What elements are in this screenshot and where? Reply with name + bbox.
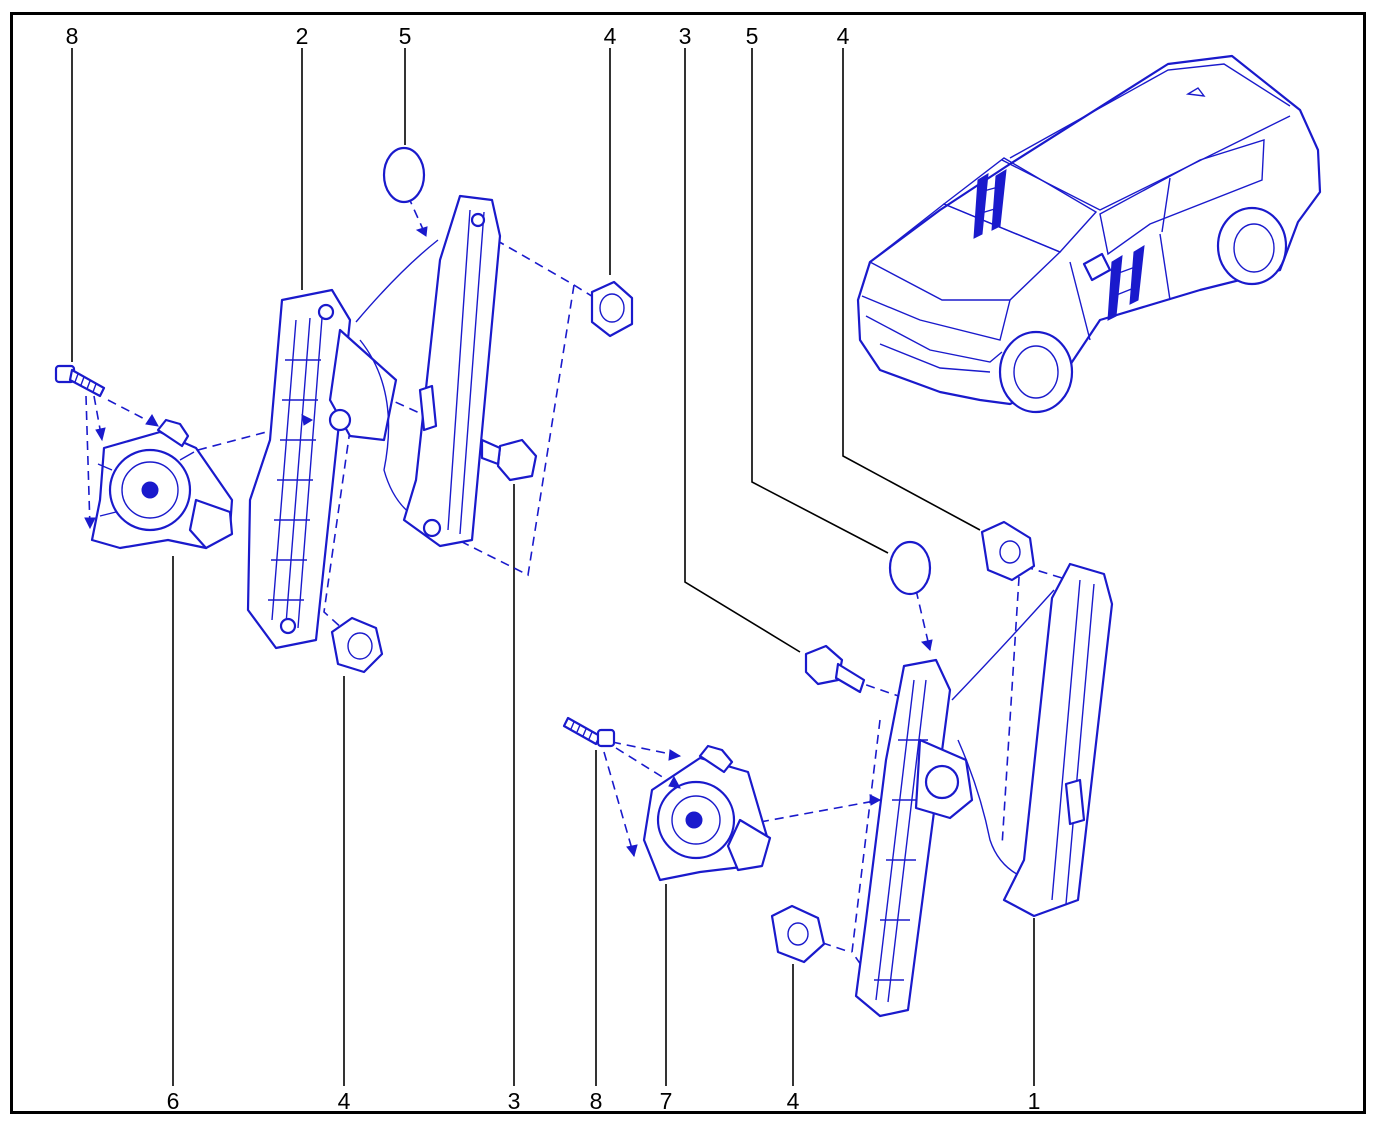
motor-screw-right: [562, 716, 616, 748]
callout-8-top: 8: [66, 23, 79, 49]
regulator-nut-lower-left: [330, 616, 384, 674]
regulator-nut-upper-left: [590, 280, 634, 338]
callout-5b-top: 5: [746, 23, 759, 49]
callout-5-top: 5: [399, 23, 412, 49]
callout-labels-top: 8 2 5 4 3 5 4: [66, 23, 850, 49]
callout-2-top: 2: [296, 23, 309, 49]
callout-6-bottom: 6: [167, 1088, 180, 1114]
window-regulator-front: [854, 589, 1055, 1018]
regulator-bolt-right: [804, 644, 866, 694]
leader-lines: [71, 48, 1035, 1086]
motor-screw-left: [54, 364, 106, 398]
callout-1-bottom: 1: [1028, 1088, 1041, 1114]
access-hole-plug-right: [888, 540, 932, 596]
callout-4-top: 4: [604, 23, 617, 49]
regulator-bolt-left: [480, 438, 538, 482]
window-motor-rear: [90, 418, 234, 550]
assembly-arrowheads: [84, 226, 933, 858]
callout-3-bottom: 3: [508, 1088, 521, 1114]
callout-8-bottom: 8: [590, 1088, 603, 1114]
regulator-nut-upper-right: [980, 520, 1036, 582]
callout-4-bottom: 4: [338, 1088, 351, 1114]
callout-4b-bottom: 4: [787, 1088, 800, 1114]
window-regulator-rear: [246, 239, 439, 650]
window-motor-front: [642, 744, 772, 882]
callout-4b-top: 4: [837, 23, 850, 49]
callout-labels-bottom: 6 4 3 8 7 4 1: [167, 1088, 1041, 1114]
vehicle-illustration: [856, 54, 1322, 414]
regulator-nut-lower-right: [770, 904, 826, 964]
regulator-rail-rear: [402, 194, 502, 548]
callout-3-top: 3: [679, 23, 692, 49]
callout-7-bottom: 7: [660, 1088, 673, 1114]
access-hole-plug-left: [382, 146, 426, 204]
regulator-rail-front: [1002, 562, 1114, 918]
